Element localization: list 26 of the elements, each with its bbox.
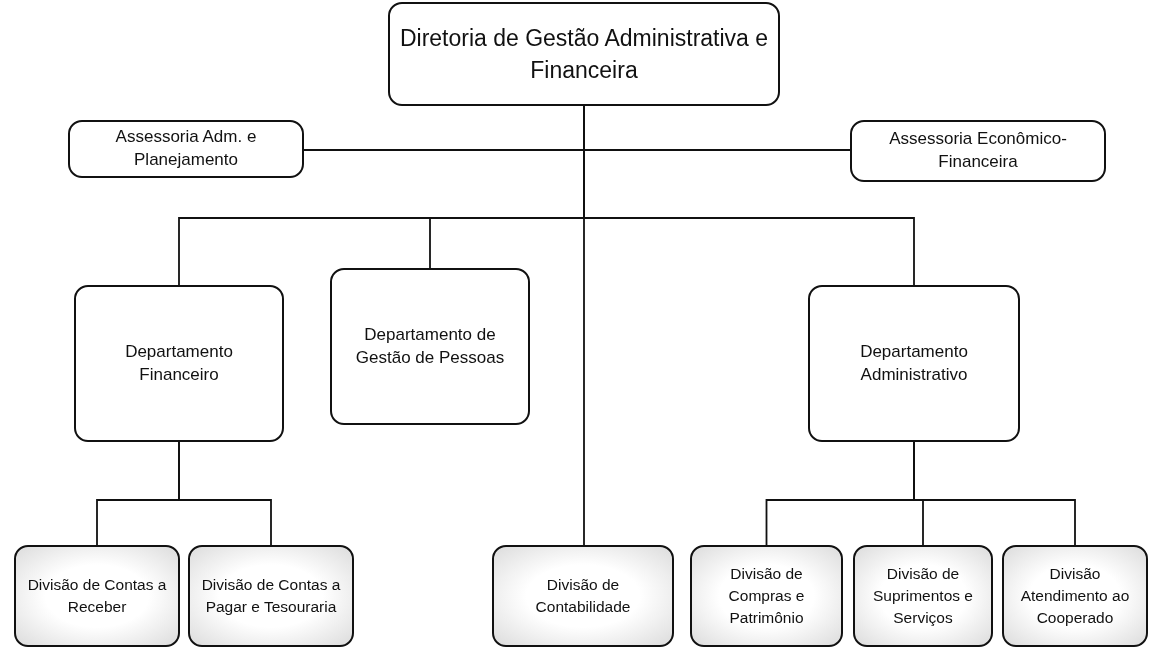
unit-name: Divisão de Contas a Receber — [26, 575, 168, 617]
unit-name: Divisão Atendimento ao Cooperado — [1019, 564, 1131, 628]
org-unit-box — [850, 120, 1106, 182]
connector-line — [178, 441, 272, 546]
unit-name: Departamento de Gestão de Pessoas — [354, 323, 506, 369]
org-unit-box — [808, 285, 1020, 442]
unit-name: Diretoria de Gestão Administrativa e Financeira — [398, 23, 770, 85]
org-unit-box — [853, 545, 993, 647]
unit-name: Divisão de Compras e Patrimônio — [727, 564, 806, 628]
unit-name: Divisão de Contabilidade — [534, 575, 632, 617]
unit-name: Assessoria Econômico-Financeira — [888, 128, 1068, 173]
org-unit-box — [74, 285, 284, 442]
org-unit-box — [68, 120, 304, 178]
connector-line — [913, 441, 1076, 546]
org-unit-box — [492, 545, 674, 647]
org-unit-box — [388, 2, 780, 106]
org-unit-box — [14, 545, 180, 647]
unit-name: Divisão de Contas a Pagar e Tesouraria — [200, 575, 342, 617]
org-unit-box — [188, 545, 354, 647]
org-unit-box — [690, 545, 843, 647]
unit-name: Divisão de Suprimentos e Serviços — [872, 564, 974, 628]
org-unit-box — [330, 268, 530, 425]
unit-name: Departamento Financeiro — [124, 340, 234, 386]
unit-name: Assessoria Adm. e Planejamento — [114, 126, 258, 171]
org-unit-box — [1002, 545, 1148, 647]
unit-name: Departamento Administrativo — [859, 340, 969, 386]
